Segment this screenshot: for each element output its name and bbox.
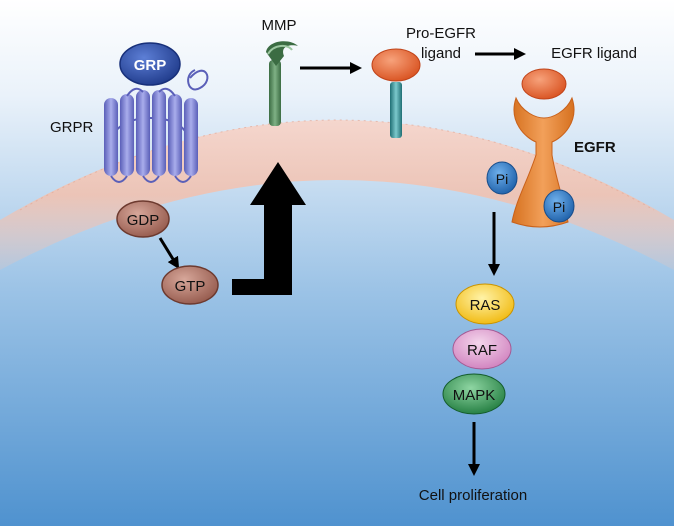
raf-node — [452, 328, 512, 370]
mmp-label: MMP — [262, 17, 297, 34]
pro-egfr-label-line1: Pro-EGFR — [406, 25, 476, 42]
pi-left — [486, 161, 518, 195]
cell-proliferation-label: Cell proliferation — [419, 487, 527, 504]
pro-ligand-stalk — [390, 82, 402, 138]
gtp-to-mmp-arrow — [232, 162, 306, 295]
gdp-to-gtp-arrow — [158, 237, 180, 270]
pro-egfr-ligand — [371, 48, 421, 82]
grpr-receptor — [104, 69, 209, 183]
egfr-label: EGFR — [574, 139, 616, 156]
pi-left-label: Pi — [496, 171, 508, 187]
gdp-node — [116, 200, 170, 238]
ras-label: RAS — [470, 297, 501, 314]
gtp-label: GTP — [175, 278, 206, 295]
egfr-ligand-label: EGFR ligand — [551, 45, 637, 62]
raf-label: RAF — [467, 342, 497, 359]
egfr-ligand — [521, 68, 567, 100]
gdp-label: GDP — [127, 212, 160, 229]
mapk-label: MAPK — [453, 387, 496, 404]
ras-node — [455, 283, 515, 325]
grp-ligand — [119, 42, 181, 86]
mmp-protein — [266, 41, 298, 126]
grpr-label: GRPR — [50, 119, 94, 136]
mapk-node — [442, 373, 506, 415]
pi-right-label: Pi — [553, 199, 565, 215]
grp-label: GRP — [134, 57, 167, 74]
pi-right — [543, 189, 575, 223]
pro-egfr-label-line2: ligand — [421, 45, 461, 62]
gtp-node — [161, 265, 219, 305]
